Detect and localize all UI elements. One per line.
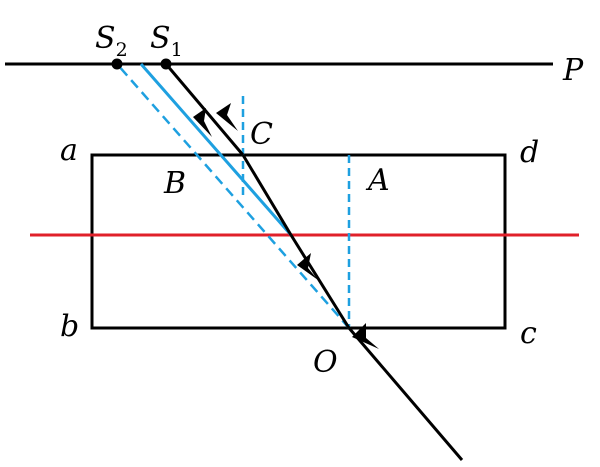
dashed-ray-o-to-s2	[116, 63, 350, 329]
blue-ray	[139, 63, 293, 236]
label-c-corner: c	[520, 316, 537, 351]
label-s1: S1	[150, 21, 183, 61]
incident-ray	[347, 327, 464, 461]
label-point-c: C	[250, 117, 273, 152]
label-point-o: O	[313, 345, 338, 380]
glass-block	[90, 153, 507, 330]
label-d-corner: d	[520, 135, 539, 170]
ray-o-to-mid	[289, 234, 351, 329]
label-b-corner: b	[60, 309, 79, 344]
arrowhead-black-upper	[216, 103, 238, 131]
point-s2	[111, 58, 123, 70]
ray-mid-to-c	[241, 154, 293, 236]
arrowhead-blue-ray	[193, 108, 212, 137]
label-point-a: A	[365, 163, 390, 198]
label-s2: S2	[95, 21, 128, 61]
arrowhead-incident	[352, 323, 379, 349]
point-s1	[160, 58, 172, 70]
label-a-corner: a	[60, 133, 78, 168]
arrowhead-inside-block	[297, 253, 318, 280]
label-p: P	[562, 53, 584, 88]
label-point-b: B	[163, 166, 186, 201]
